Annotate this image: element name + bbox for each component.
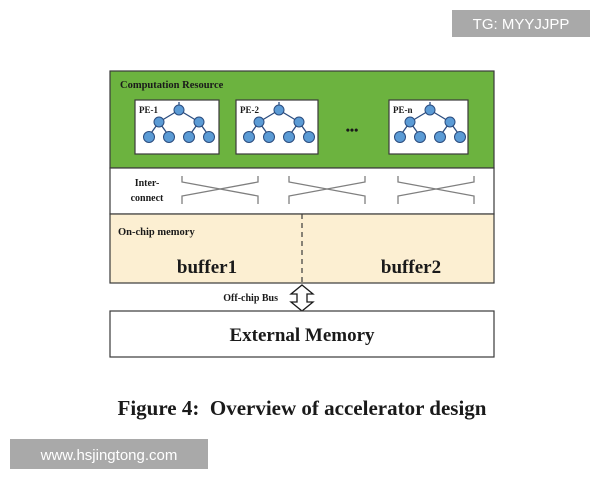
external-memory-block: External Memory — [109, 310, 495, 358]
pe-1-label: PE-1 — [139, 105, 158, 115]
crossbar-2 — [288, 176, 366, 204]
pe-unit-2: PE-2 — [235, 99, 319, 155]
pe-n-label: PE-n — [393, 105, 413, 115]
computation-resource-block: Computation Resource PE-1 PE-2 ••• PE-n — [109, 70, 495, 169]
watermark-top-text: TG: MYYJJPP — [473, 16, 570, 33]
offchip-bus: Off-chip Bus — [223, 284, 315, 312]
pe-unit-1: PE-1 — [134, 99, 220, 155]
onchip-memory-block: On-chip memory buffer1 buffer2 — [109, 213, 495, 284]
watermark-bottom: www.hsjingtong.com — [10, 439, 208, 469]
pe-unit-n: PE-n — [388, 99, 469, 155]
external-memory-label: External Memory — [229, 325, 375, 346]
pe-ellipsis: ••• — [346, 123, 359, 137]
computation-resource-label: Computation Resource — [120, 80, 224, 91]
interconnect-label-line1: Inter- — [135, 178, 160, 189]
offchip-bus-label: Off-chip Bus — [223, 293, 278, 304]
bidirectional-arrow-icon — [289, 284, 315, 312]
watermark-top: TG: MYYJJPP — [452, 10, 590, 37]
interconnect-block: Inter- connect — [109, 167, 495, 215]
onchip-memory-label: On-chip memory — [118, 227, 195, 238]
buffer1-label: buffer1 — [177, 257, 237, 278]
figure-caption: Figure 4: Overview of accelerator design — [118, 396, 487, 420]
crossbar-3 — [397, 176, 475, 204]
buffer2-label: buffer2 — [381, 257, 441, 278]
watermark-bottom-text: www.hsjingtong.com — [40, 447, 178, 464]
crossbar-1 — [181, 176, 259, 204]
pe-2-label: PE-2 — [240, 105, 259, 115]
interconnect-label-line2: connect — [131, 193, 164, 204]
